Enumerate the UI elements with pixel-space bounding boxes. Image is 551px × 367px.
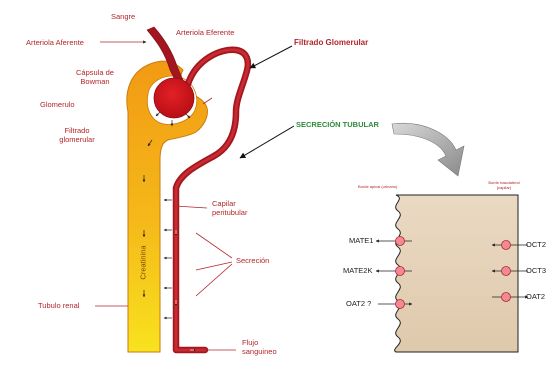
label-capsula-line2: Bowman [60,77,130,86]
label-secrecion: Secreción [236,256,269,265]
label-creatinina: Creatinina [139,238,148,288]
filtrado-arrow [250,46,292,68]
label-filtrado-glomerular: Filtrado glomerular [42,126,112,144]
transporter-left-2: MATE2K [343,266,372,275]
transporter-left-1: MATE1 [349,236,373,245]
label-secrecion-tubular: SECRECIÓN TUBULAR [296,120,379,129]
label-capilar-peritubular: Capilar peritubular [212,199,247,217]
label-tubulo-renal: Tubulo renal [38,301,79,310]
label-flujo-sanguineo: Flujo sanguineo [242,338,277,356]
label-arteriola-eferente: Arteriola Eferente [176,28,234,37]
label-basolateral-line2: (capilar) [484,185,524,190]
label-capsula-line1: Cápsula de [60,68,130,77]
label-filtrado-glomerular-top: Filtrado Glomerular [294,38,368,47]
label-filtrado-line1: Filtrado [42,126,112,135]
label-capsula-bowman: Cápsula de Bowman [60,68,130,86]
zoom-arrow [392,123,464,176]
label-filtrado-line2: glomerular [42,135,112,144]
label-flujo-line2: sanguineo [242,347,277,356]
label-capilar-line1: Capilar [212,199,247,208]
transporter-left-3: OAT2 ? [346,299,371,308]
secretion-arrows [164,200,172,318]
label-sangre: Sangre [111,12,135,21]
transporter-right-3: OAT2 [526,292,545,301]
transporter-right-2: OCT3 [526,266,546,275]
secrecion-arrow [240,126,294,158]
label-basolateral-border: Borde basolateral (capilar) [484,180,524,190]
label-arteriola-aferente: Arteriola Aferente [26,38,84,47]
label-capilar-line2: peritubular [212,208,247,217]
label-flujo-line1: Flujo [242,338,277,347]
label-glomerulo: Glomerulo [40,100,75,109]
transporter-right-1: OCT2 [526,240,546,249]
tubular-cell [395,195,518,352]
label-apical-border: Borde apical (urinario) [358,184,397,189]
